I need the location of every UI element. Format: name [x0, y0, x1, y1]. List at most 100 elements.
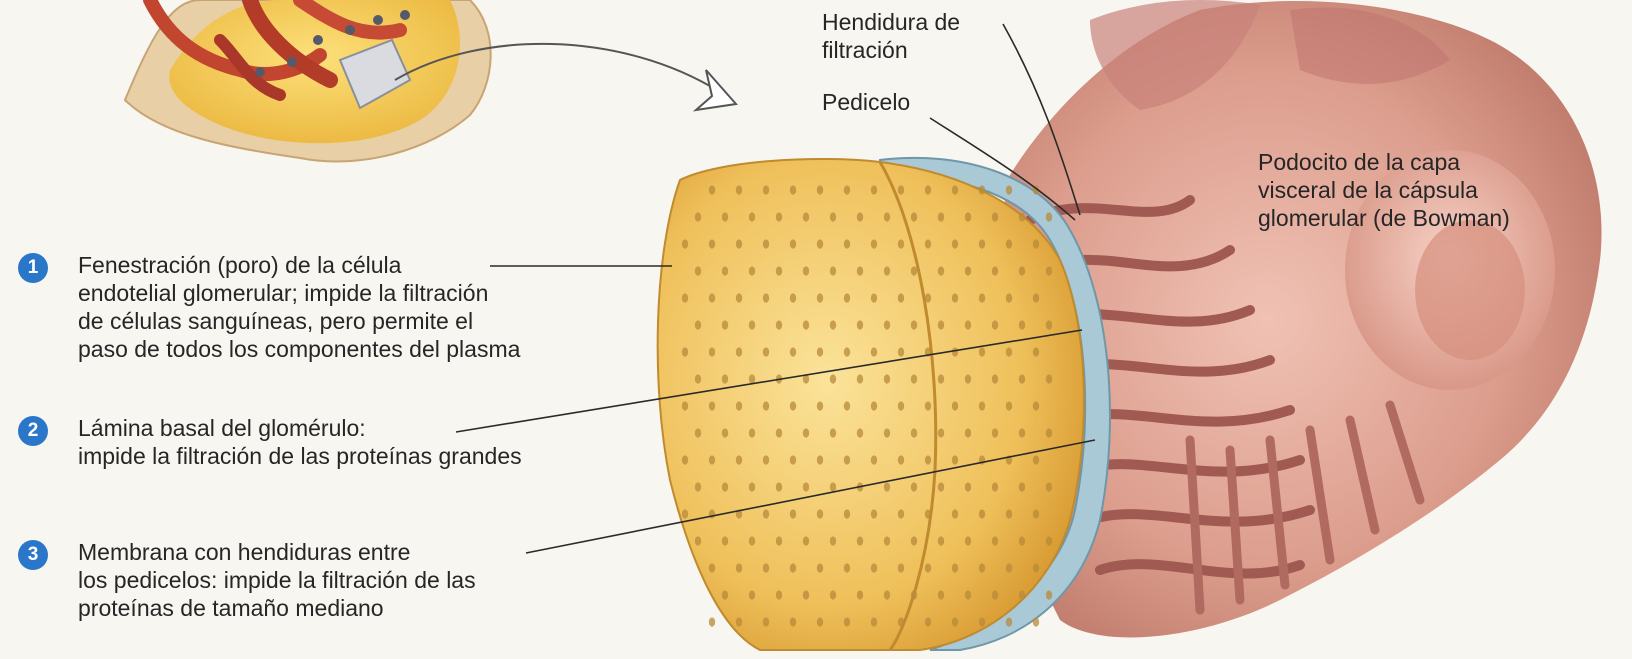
fenestration-pore: [1019, 266, 1025, 275]
fenestration-pore: [1046, 428, 1052, 437]
fenestration-pore: [857, 320, 863, 329]
fenestration-pore: [898, 185, 904, 194]
fenestration-pore: [857, 428, 863, 437]
item-2-line-2: impide la filtración de las proteínas gr…: [78, 442, 522, 470]
label-hendidura-filtracion: Hendidura de filtración: [822, 8, 960, 64]
fenestration-pore: [979, 617, 985, 626]
fenestration-pore: [682, 401, 688, 410]
fenestration-pore: [992, 266, 998, 275]
fenestration-pore: [925, 617, 931, 626]
fenestration-pore: [844, 563, 850, 572]
fenestration-pore: [965, 590, 971, 599]
fenestration-pore: [776, 482, 782, 491]
fenestration-pore: [722, 536, 728, 545]
fenestration-pore: [871, 509, 877, 518]
fenestration-pore: [722, 590, 728, 599]
fenestration-pore: [790, 347, 796, 356]
fenestration-pore: [1046, 536, 1052, 545]
arrow-head-icon: [696, 70, 736, 110]
fenestration-pore: [817, 185, 823, 194]
fenestration-pore: [1006, 347, 1012, 356]
inset-glomerulus: [125, 0, 491, 161]
label-pedicelo: Pedicelo: [822, 88, 910, 116]
fenestration-pore: [749, 590, 755, 599]
fenestration-pore: [790, 563, 796, 572]
fenestration-pore: [790, 455, 796, 464]
fenestration-pore: [722, 428, 728, 437]
fenestration-pore: [965, 482, 971, 491]
fenestration-pore: [722, 212, 728, 221]
fenestration-pore: [844, 455, 850, 464]
fenestration-pore: [695, 482, 701, 491]
fenestration-pore: [925, 239, 931, 248]
fenestration-pore: [938, 320, 944, 329]
fenestration-pore: [1019, 374, 1025, 383]
fenestration-pore: [817, 563, 823, 572]
fenestration-pore: [884, 590, 890, 599]
item-2-text: Lámina basal del glomérulo: impide la fi…: [78, 414, 522, 470]
fenestration-pore: [736, 401, 742, 410]
fenestration-pore: [695, 320, 701, 329]
fenestration-pore: [763, 455, 769, 464]
fenestration-pore: [776, 428, 782, 437]
label-podocito-line-2: visceral de la cápsula: [1258, 176, 1510, 204]
fenestration-pore: [749, 320, 755, 329]
fenestration-pore: [763, 347, 769, 356]
fenestration-pore: [1033, 617, 1039, 626]
fenestration-pore: [1046, 266, 1052, 275]
fenestration-pore: [844, 401, 850, 410]
fenestration-pore: [979, 239, 985, 248]
fenestration-pore: [1033, 509, 1039, 518]
fenestration-pore: [952, 455, 958, 464]
fenestration-pore: [871, 455, 877, 464]
fenestration-pore: [763, 239, 769, 248]
fenestration-pore: [871, 347, 877, 356]
fenestration-pore: [1046, 212, 1052, 221]
fenestration-pore: [709, 563, 715, 572]
fenestration-pore: [803, 428, 809, 437]
fenestration-pore: [871, 401, 877, 410]
fenestration-pore: [695, 428, 701, 437]
fenestration-pore: [898, 563, 904, 572]
fenestration-pore: [898, 293, 904, 302]
fenestration-pore: [790, 401, 796, 410]
label-podocito-line-1: Podocito de la capa: [1258, 148, 1510, 176]
fenestration-pore: [803, 590, 809, 599]
fenestration-pore: [749, 482, 755, 491]
endothelium: [658, 159, 1084, 650]
fenestration-pore: [925, 455, 931, 464]
fenestration-pore: [817, 239, 823, 248]
fenestration-pore: [776, 536, 782, 545]
fenestration-pore: [1019, 428, 1025, 437]
fenestration-pore: [884, 482, 890, 491]
fenestration-pore: [992, 536, 998, 545]
fenestration-pore: [938, 536, 944, 545]
fenestration-pore: [911, 590, 917, 599]
fenestration-pore: [736, 455, 742, 464]
fenestration-pore: [763, 401, 769, 410]
fenestration-pore: [857, 212, 863, 221]
fenestration-pore: [1019, 320, 1025, 329]
fenestration-pore: [938, 266, 944, 275]
fenestration-pore: [1033, 293, 1039, 302]
fenestration-pore: [1019, 590, 1025, 599]
item-1-number-badge: 1: [18, 253, 48, 283]
fenestration-pore: [925, 401, 931, 410]
fenestration-pore: [844, 509, 850, 518]
fenestration-pore: [979, 563, 985, 572]
fenestration-pore: [709, 401, 715, 410]
fenestration-pore: [911, 266, 917, 275]
fenestration-pore: [952, 239, 958, 248]
fenestration-pore: [1033, 347, 1039, 356]
fenestration-pore: [722, 374, 728, 383]
fenestration-pore: [749, 536, 755, 545]
fenestration-pore: [952, 185, 958, 194]
fenestration-pore: [911, 428, 917, 437]
fenestration-pore: [817, 455, 823, 464]
fenestration-pore: [952, 563, 958, 572]
item-1-text: Fenestración (poro) de la célula endotel…: [78, 251, 520, 363]
fenestration-pore: [925, 293, 931, 302]
fenestration-pore: [979, 293, 985, 302]
fenestration-pore: [1046, 320, 1052, 329]
fenestration-pore: [790, 185, 796, 194]
